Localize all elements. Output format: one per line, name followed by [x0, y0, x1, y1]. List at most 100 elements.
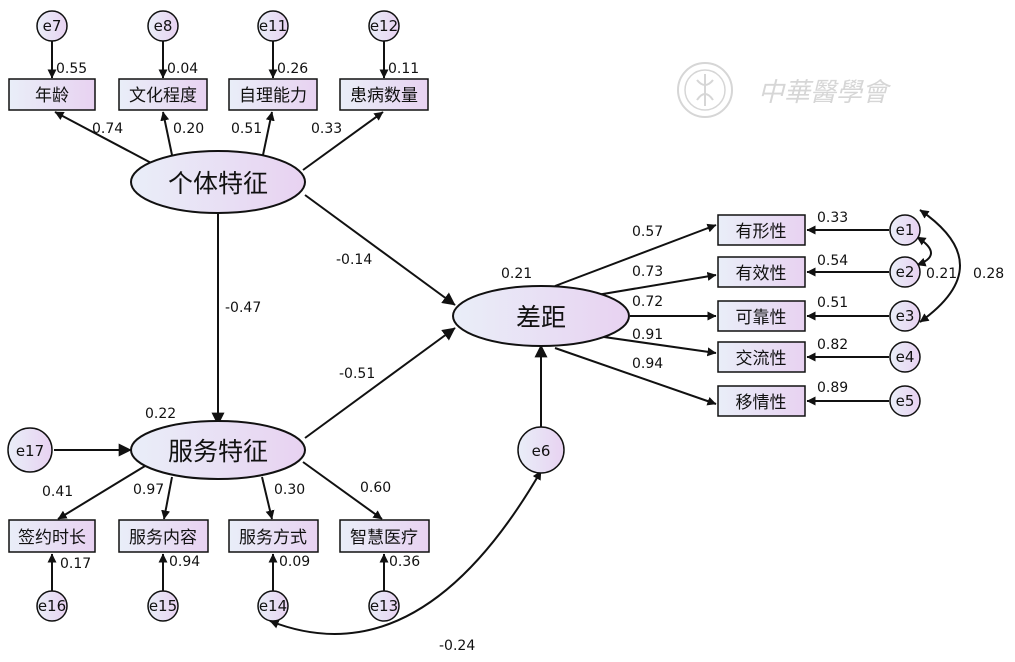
svg-text:e14: e14	[259, 597, 287, 615]
svg-text:e7: e7	[43, 17, 62, 35]
covariance-label-e1-e3: 0.28	[973, 266, 1004, 282]
svg-text:服务特征: 服务特征	[168, 437, 268, 466]
svg-text:可靠性: 可靠性	[736, 308, 787, 328]
indicator-box-selfcare: 自理能力	[228, 78, 318, 111]
loading-arrow-service-content	[161, 476, 173, 520]
path-arrow-service-gap	[304, 327, 456, 439]
svg-text:文化程度: 文化程度	[129, 86, 197, 106]
loading-arrow-education	[160, 111, 173, 156]
error-e13: e13	[368, 590, 400, 622]
r2-education: 0.04	[167, 61, 198, 77]
r2-age: 0.55	[56, 61, 87, 77]
error-e2: e2	[889, 256, 921, 288]
path-arrow-individual-gap	[304, 194, 456, 306]
latent-service-characteristics: 服务特征	[130, 420, 306, 480]
svg-text:差距: 差距	[516, 303, 566, 332]
loading-effectiveness: 0.73	[632, 264, 663, 280]
svg-text:e8: e8	[154, 17, 173, 35]
covariance-label-e14-e6: -0.24	[439, 638, 475, 654]
indicator-box-contract-length: 签约时长	[8, 519, 96, 553]
error-e14: e14	[257, 590, 289, 622]
loading-selfcare: 0.51	[231, 121, 262, 137]
svg-text:个体特征: 个体特征	[168, 169, 268, 198]
loading-arrow-contract-length	[57, 465, 146, 520]
svg-text:e17: e17	[16, 442, 44, 460]
r2-selfcare: 0.26	[277, 61, 308, 77]
svg-text:年龄: 年龄	[35, 86, 69, 106]
loading-arrow-effectiveness	[584, 271, 717, 298]
loading-empathy: 0.94	[632, 356, 663, 372]
loading-tangibility: 0.57	[632, 224, 663, 240]
svg-text:e15: e15	[149, 597, 177, 615]
path-individual-gap: -0.14	[336, 252, 372, 268]
path-individual-service: -0.47	[225, 300, 261, 316]
svg-text:服务方式: 服务方式	[239, 528, 307, 548]
svg-text:服务内容: 服务内容	[129, 528, 197, 548]
loading-arrow-tangibility	[554, 223, 717, 287]
error-e5: e5	[889, 385, 921, 417]
r2-gap: 0.21	[501, 266, 532, 282]
error-e11: e11	[257, 10, 289, 42]
loading-age: 0.74	[92, 121, 123, 137]
indicator-box-disease-count: 患病数量	[339, 78, 429, 111]
r2-smart-medical: 0.36	[389, 554, 420, 570]
svg-text:移情性: 移情性	[736, 393, 787, 413]
r2-communication: 0.82	[817, 337, 848, 353]
svg-text:e5: e5	[896, 392, 915, 410]
loading-disease-count: 0.33	[311, 121, 342, 137]
r2-service: 0.22	[145, 406, 176, 422]
svg-text:e13: e13	[370, 597, 398, 615]
latent-gap: 差距	[452, 285, 630, 347]
covariance-e14-e6	[269, 470, 542, 635]
loading-reliability: 0.72	[632, 294, 663, 310]
svg-text:e11: e11	[259, 17, 287, 35]
loading-arrow-communication	[589, 334, 717, 357]
watermark: 中華醫學會	[677, 62, 892, 118]
indicator-box-effectiveness: 有效性	[717, 256, 806, 288]
error-e12: e12	[368, 10, 400, 42]
r2-reliability: 0.51	[817, 295, 848, 311]
seal-emblem-icon	[677, 62, 733, 118]
loading-education: 0.20	[173, 121, 204, 137]
svg-text:e12: e12	[370, 17, 398, 35]
svg-text:e4: e4	[896, 348, 915, 366]
r2-service-mode: 0.09	[279, 554, 310, 570]
svg-text:有效性: 有效性	[736, 264, 787, 284]
r2-contract-length: 0.17	[60, 556, 91, 572]
error-e16: e16	[36, 590, 68, 622]
svg-text:e6: e6	[532, 442, 551, 460]
watermark-text: 中華醫學會	[758, 78, 892, 108]
r2-empathy: 0.89	[817, 380, 848, 396]
r2-effectiveness: 0.54	[817, 253, 848, 269]
loading-arrow-selfcare	[262, 111, 275, 156]
latent-individual-characteristics: 个体特征	[130, 150, 306, 214]
covariance-e1-e2	[916, 236, 932, 267]
loading-smart-medical: 0.60	[360, 480, 391, 496]
svg-text:自理能力: 自理能力	[239, 86, 307, 106]
path-service-gap: -0.51	[339, 366, 375, 382]
indicator-box-smart-medical: 智慧医疗	[339, 519, 430, 553]
error-e8: e8	[147, 10, 179, 42]
loading-arrow-service-mode	[261, 476, 275, 520]
svg-text:交流性: 交流性	[736, 349, 787, 369]
svg-text:e1: e1	[896, 221, 915, 239]
svg-text:e3: e3	[896, 307, 915, 325]
indicator-box-tangibility: 有形性	[717, 214, 806, 246]
r2-disease-count: 0.11	[388, 61, 419, 77]
error-e15: e15	[147, 590, 179, 622]
loading-arrow-age	[54, 111, 156, 166]
indicator-box-service-mode: 服务方式	[228, 519, 319, 553]
error-e3: e3	[889, 300, 921, 332]
indicator-box-service-content: 服务内容	[118, 519, 209, 553]
loading-arrow-disease-count	[302, 111, 384, 171]
svg-text:有形性: 有形性	[736, 222, 787, 242]
r2-tangibility: 0.33	[817, 210, 848, 226]
error-e1: e1	[889, 214, 921, 246]
paths	[47, 41, 961, 635]
loading-service-mode: 0.30	[274, 482, 305, 498]
svg-text:e2: e2	[896, 263, 915, 281]
loading-contract-length: 0.41	[42, 484, 73, 500]
indicator-box-communication: 交流性	[717, 341, 806, 373]
covariance-e1-e3	[919, 209, 961, 323]
